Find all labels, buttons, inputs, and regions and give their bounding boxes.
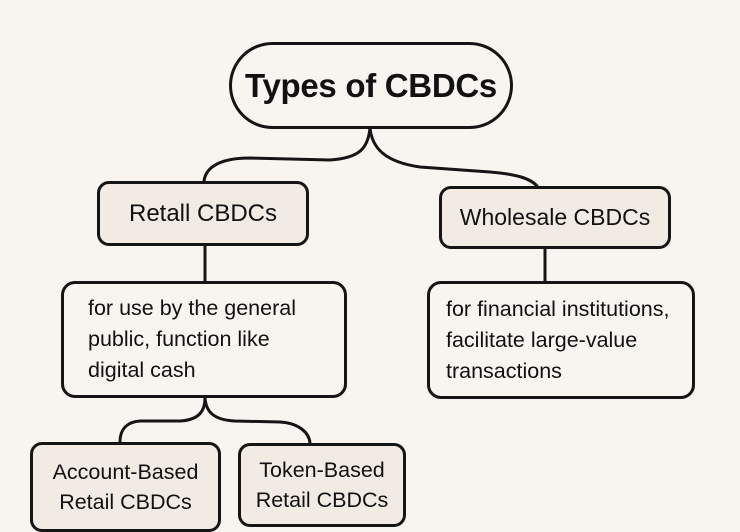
edge-root-retail: [202, 126, 372, 183]
node-retail-description: for use by the general public, function …: [61, 281, 347, 398]
node-account-based-retail-cbdcs: Account-Based Retail CBDCs: [30, 442, 221, 532]
edge-root-wholesale: [368, 126, 539, 188]
node-retail-cbdcs: Retall CBDCs: [97, 181, 309, 246]
wholesale-node-label: Wholesale CBDCs: [459, 204, 651, 230]
edge-desc-account: [118, 396, 207, 444]
root-node-types-of-cbdcs: Types of CBDCs: [229, 42, 513, 129]
wholesale-description-line: transactions: [446, 358, 562, 383]
wholesale-description-line: facilitate large-value: [446, 327, 638, 352]
wholesale-description-line: for financial institutions,: [446, 296, 670, 321]
retail-node-label: Retall CBDCs: [128, 199, 278, 227]
token-node-line: Retail CBDCs: [255, 488, 389, 512]
edge-desc-token: [203, 396, 312, 445]
retail-description-line: digital cash: [88, 358, 196, 382]
retail-description-text: for use by the general public, function …: [88, 293, 296, 386]
node-wholesale-description: for financial institutions, facilitate l…: [427, 281, 695, 399]
wholesale-description-text: for financial institutions, facilitate l…: [446, 294, 669, 387]
retail-description-line: for use by the general: [88, 296, 296, 320]
account-node-line: Retail CBDCs: [59, 490, 192, 514]
account-node-line: Account-Based: [52, 460, 199, 484]
node-token-based-retail-cbdcs: Token-Based Retail CBDCs: [238, 443, 406, 527]
root-node-label: Types of CBDCs: [245, 66, 497, 104]
retail-description-line: public, function like: [88, 327, 270, 351]
node-wholesale-cbdcs: Wholesale CBDCs: [439, 186, 671, 249]
token-node-line: Token-Based: [259, 458, 385, 482]
